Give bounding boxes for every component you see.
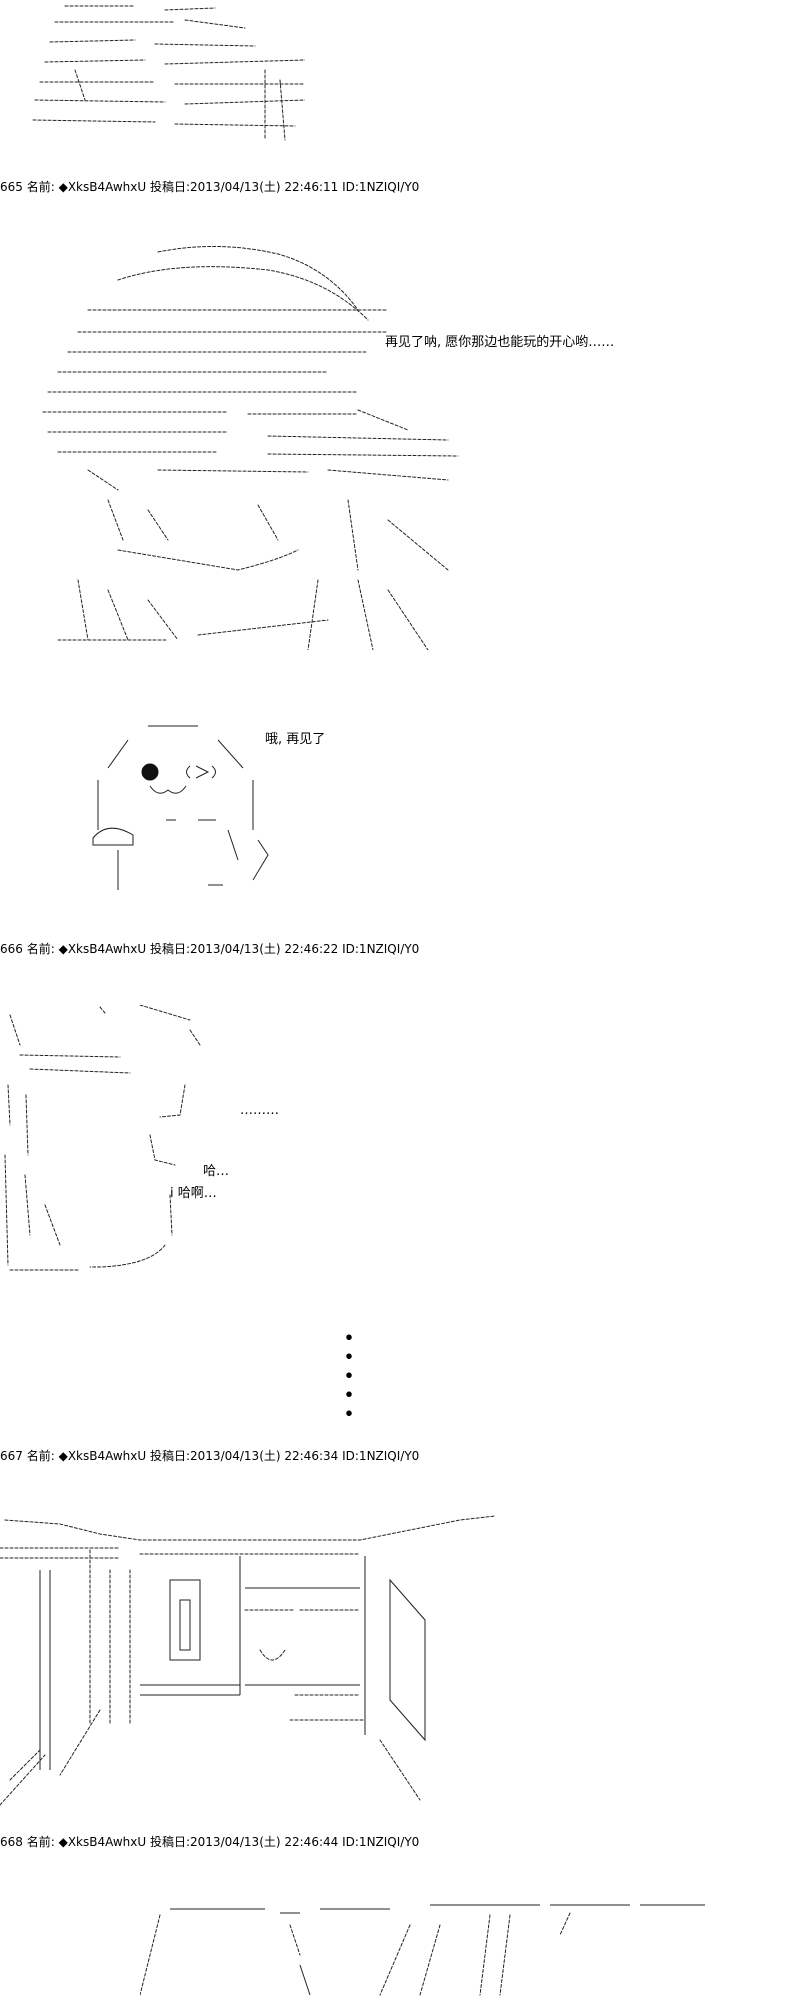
date-label: 投稿日: (149, 942, 191, 956)
post-header-667: 667 名前: ◆XksB4AwhxU 投稿日:2013/04/13(土) 22… (0, 1447, 419, 1464)
separator-dot: ・ (336, 1381, 363, 1411)
name-label: 名前: (26, 1449, 55, 1463)
dot-separator: ・ ・ ・ ・ ・ (336, 1324, 363, 1430)
name-label: 名前: (26, 1835, 55, 1849)
ascii-art-bottom-scene (140, 1904, 705, 1996)
ascii-art-figure-top (32, 5, 305, 141)
dialogue-ha: 哈… (203, 1164, 230, 1179)
post-number: 668 (0, 1835, 23, 1849)
trip-code: ◆XksB4AwhxU (58, 1449, 147, 1463)
ascii-art-hat-character (42, 246, 459, 650)
name-label: 名前: (26, 942, 55, 956)
trip-code: ◆XksB4AwhxU (58, 1835, 147, 1849)
poster-id: ID:1NZIQI/Y0 (342, 1449, 420, 1463)
post-date: 2013/04/13(土) 22:46:22 (190, 942, 339, 956)
separator-dot: ・ (336, 1324, 363, 1354)
post-date: 2013/04/13(土) 22:46:11 (190, 180, 339, 194)
post-number: 666 (0, 942, 23, 956)
ascii-art-side-character (4, 1005, 201, 1271)
post-date: 2013/04/13(土) 22:46:44 (190, 1835, 339, 1849)
dialogue-farewell: 再见了呐, 愿你那边也能玩的开心哟…… (385, 335, 615, 350)
post-header-666: 666 名前: ◆XksB4AwhxU 投稿日:2013/04/13(土) 22… (0, 940, 419, 957)
dialogue-haa: i 哈啊… (170, 1186, 217, 1201)
post-date: 2013/04/13(土) 22:46:34 (190, 1449, 339, 1463)
date-label: 投稿日: (149, 180, 191, 194)
post-number: 667 (0, 1449, 23, 1463)
post-header-668: 668 名前: ◆XksB4AwhxU 投稿日:2013/04/13(土) 22… (0, 1833, 419, 1850)
separator-dot: ・ (336, 1400, 363, 1430)
dialogue-ellipsis: ……… (240, 1103, 279, 1118)
trip-code: ◆XksB4AwhxU (58, 180, 147, 194)
ascii-art-room-interior (0, 1515, 496, 1806)
dialogue-reply: 哦, 再见了 (265, 732, 326, 747)
date-label: 投稿日: (149, 1835, 191, 1849)
trip-code: ◆XksB4AwhxU (58, 942, 147, 956)
post-number: 665 (0, 180, 23, 194)
separator-dot: ・ (336, 1362, 363, 1392)
poster-id: ID:1NZIQI/Y0 (342, 180, 420, 194)
date-label: 投稿日: (149, 1449, 191, 1463)
name-label: 名前: (26, 180, 55, 194)
poster-id: ID:1NZIQI/Y0 (342, 942, 420, 956)
poster-id: ID:1NZIQI/Y0 (342, 1835, 420, 1849)
ascii-art-round-character (92, 725, 269, 890)
separator-dot: ・ (336, 1343, 363, 1373)
post-header-665: 665 名前: ◆XksB4AwhxU 投稿日:2013/04/13(土) 22… (0, 178, 419, 195)
